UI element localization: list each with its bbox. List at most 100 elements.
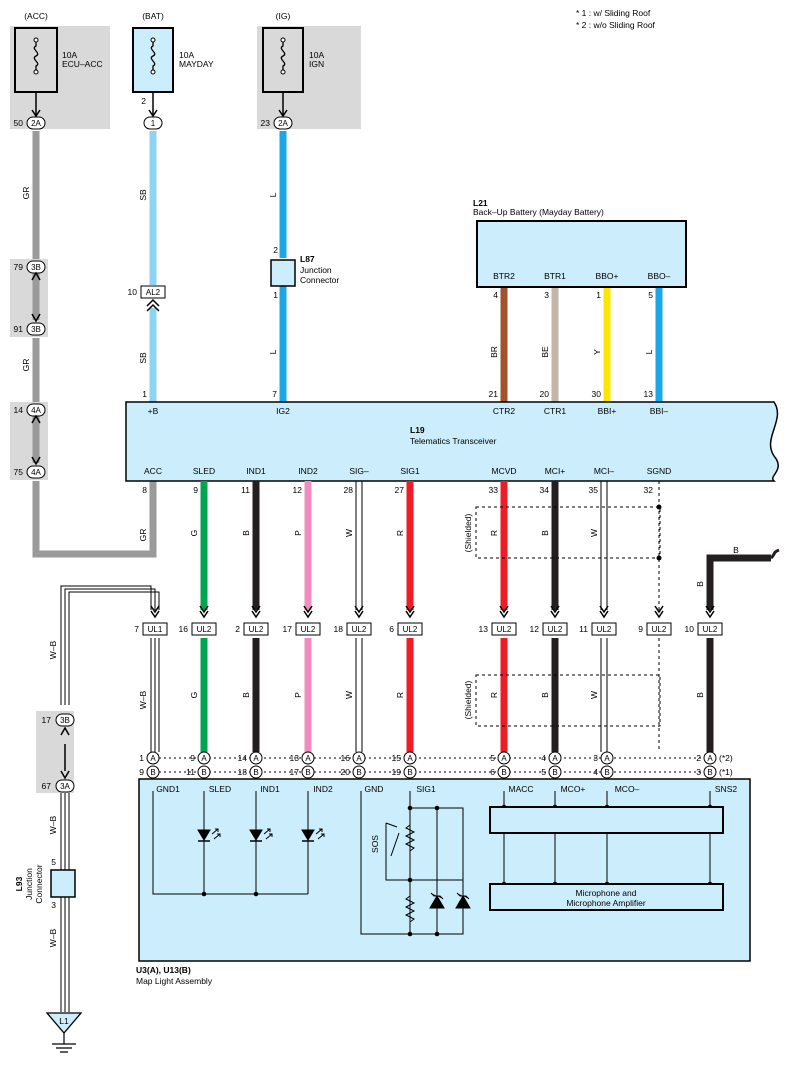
map-light-pin-number: 2	[696, 753, 701, 763]
svg-text:23: 23	[261, 118, 271, 128]
map-light-pin-number: 13	[290, 753, 300, 763]
ul-pin-number: 6	[389, 624, 394, 634]
wire-label: Y	[592, 349, 602, 355]
battery-pin-number: 3	[544, 290, 549, 300]
battery-pin-number: 4	[493, 290, 498, 300]
svg-text:2A: 2A	[278, 119, 288, 128]
ul-connector-label: UL2	[597, 625, 612, 634]
map-light-terminal-label: GND	[365, 784, 384, 794]
map-light-pin	[197, 751, 211, 765]
wire-wb	[60, 585, 160, 705]
svg-text:R: R	[395, 692, 405, 698]
map-light-pin-letter: B	[356, 768, 361, 777]
connector-4a-upper: 4A 14	[14, 403, 46, 417]
ul-connector	[191, 622, 217, 636]
ul-connector-label: UL2	[703, 625, 718, 634]
map-light-pin-letter: B	[150, 768, 155, 777]
fuse-bat-name: MAYDAY	[179, 59, 214, 69]
map-light-pin	[497, 751, 511, 765]
svg-text:R: R	[489, 530, 499, 536]
svg-text:Microphone Amplifier: Microphone Amplifier	[566, 898, 646, 908]
fuse-ig-rating: 10A	[309, 50, 324, 60]
map-light-pin-number: 4	[541, 753, 546, 763]
fuse-acc-name: ECU–ACC	[62, 59, 103, 69]
connector-arrow-icon	[550, 605, 560, 619]
svg-text:Back–Up Battery (Mayday Batter: Back–Up Battery (Mayday Battery)	[473, 207, 604, 217]
svg-text:G: G	[189, 692, 199, 699]
svg-text:B: B	[733, 545, 739, 555]
svg-text:67: 67	[42, 781, 52, 791]
ground-l1: L1	[45, 1012, 83, 1053]
map-light-pin-number: 6	[490, 767, 495, 777]
transceiver-pin-label: SGND	[647, 466, 672, 476]
fuse-bat-rating: 10A	[179, 50, 194, 60]
ul-pin-number: 2	[235, 624, 240, 634]
wire-b-external	[706, 554, 771, 610]
svg-text:(Shielded): (Shielded)	[463, 513, 473, 552]
ul-pin-number: 16	[179, 624, 189, 634]
svg-text:L87: L87	[300, 254, 315, 264]
svg-text:50: 50	[14, 118, 24, 128]
svg-text:W: W	[344, 691, 354, 699]
ul-connector	[346, 622, 372, 636]
battery-pin-number: 1	[596, 290, 601, 300]
lower-wire-labels: G B P W R R B W B B W–B W–B G B P W R R …	[48, 529, 739, 947]
svg-text:Telematics Transceiver: Telematics Transceiver	[410, 436, 497, 446]
battery-pin-label: BTR2	[493, 271, 515, 281]
transceiver-pin-label: BBI–	[650, 406, 669, 416]
ul-connector	[243, 622, 269, 636]
led-icon	[197, 828, 221, 842]
connector-arrow-icon	[251, 605, 261, 619]
svg-text:P: P	[293, 692, 303, 698]
diode-icon	[455, 892, 471, 909]
transceiver-pin-label: SIG1	[400, 466, 420, 476]
map-light-terminal-label: SIG1	[416, 784, 436, 794]
microphone-amplifier-box	[489, 883, 724, 911]
wire-label: SB	[138, 352, 148, 364]
transceiver-pin-label: IG2	[276, 406, 290, 416]
map-light-pin-number: 9	[190, 753, 195, 763]
map-light-pin-number: 4	[593, 767, 598, 777]
transceiver-pin-number: 20	[540, 389, 550, 399]
svg-text:B: B	[695, 581, 705, 587]
map-light-terminal-label: SLED	[209, 784, 231, 794]
wire-label: BR	[489, 346, 499, 358]
junction-connector-l93: 5 3 L93 Junction Connector	[14, 857, 76, 910]
map-light-pin-number: 15	[392, 753, 402, 763]
transceiver-pin-label: +B	[148, 406, 159, 416]
svg-text:B: B	[241, 692, 251, 698]
svg-text:W: W	[589, 529, 599, 537]
junction-connector-l87: 2 1 L87 Junction Connector	[270, 245, 339, 300]
svg-text:2: 2	[273, 245, 278, 255]
map-light-pin-note: (*1)	[719, 767, 733, 777]
wire-w-shielded	[600, 481, 608, 752]
svg-text:3B: 3B	[31, 325, 41, 334]
svg-text:14: 14	[14, 405, 24, 415]
transceiver-pin-label: SIG–	[349, 466, 369, 476]
ul-pin-number: 17	[283, 624, 293, 634]
connector-l3a: 3A 67	[42, 779, 75, 793]
wire-label: L	[268, 192, 278, 197]
map-light-pin-letter: A	[501, 754, 507, 763]
svg-text:Junction: Junction	[24, 868, 34, 900]
map-light-pin	[403, 765, 417, 779]
svg-text:L1: L1	[59, 1016, 69, 1026]
fuse-icon	[280, 40, 286, 72]
ul-connector-label: UL2	[352, 625, 367, 634]
map-light-pin	[249, 765, 263, 779]
map-light-pin-letter: B	[407, 768, 412, 777]
map-light-pin-letter: A	[305, 754, 311, 763]
shield-upper: (Shielded)	[463, 504, 662, 561]
svg-text:W: W	[589, 691, 599, 699]
ul-connector	[591, 622, 617, 636]
ul-connector	[542, 622, 568, 636]
ul-pin-number: 9	[638, 624, 643, 634]
transceiver-pin-number: 35	[589, 485, 599, 495]
note-1: * 1 : w/ Sliding Roof	[576, 8, 651, 18]
map-light-pin	[249, 751, 263, 765]
map-light-pin-number: 19	[392, 767, 402, 777]
fuse-bat: (BAT) 10A MAYDAY	[132, 11, 214, 93]
map-light-pin-letter: A	[552, 754, 558, 763]
